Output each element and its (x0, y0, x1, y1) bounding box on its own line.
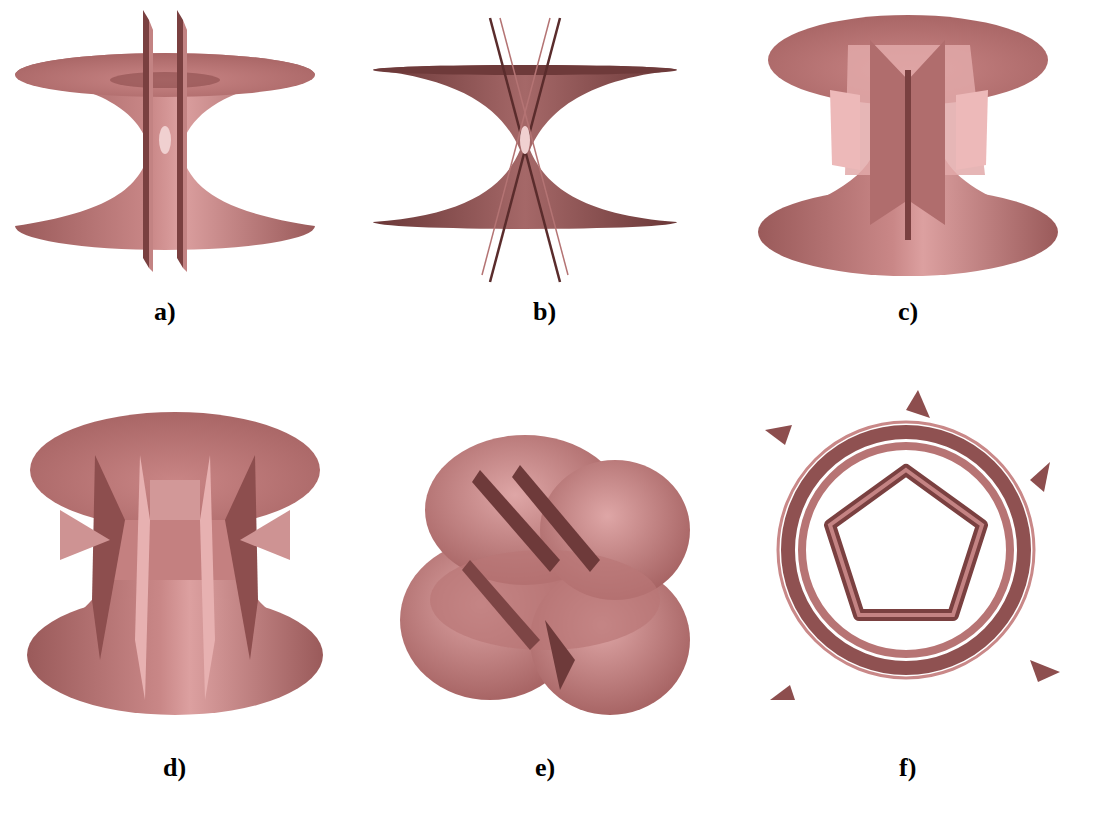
surface-a (15, 10, 315, 272)
panel-label: a) (154, 299, 176, 325)
surface-c (758, 15, 1058, 276)
surface-b (373, 18, 677, 282)
panel-label: b) (533, 299, 556, 325)
surface-d (27, 412, 323, 715)
panel-label: f) (899, 755, 916, 781)
panel-label: c) (898, 299, 918, 325)
panel-label: e) (535, 755, 555, 781)
panel-label: d) (163, 755, 186, 781)
surface-f (765, 390, 1060, 700)
surface-e (400, 435, 690, 715)
